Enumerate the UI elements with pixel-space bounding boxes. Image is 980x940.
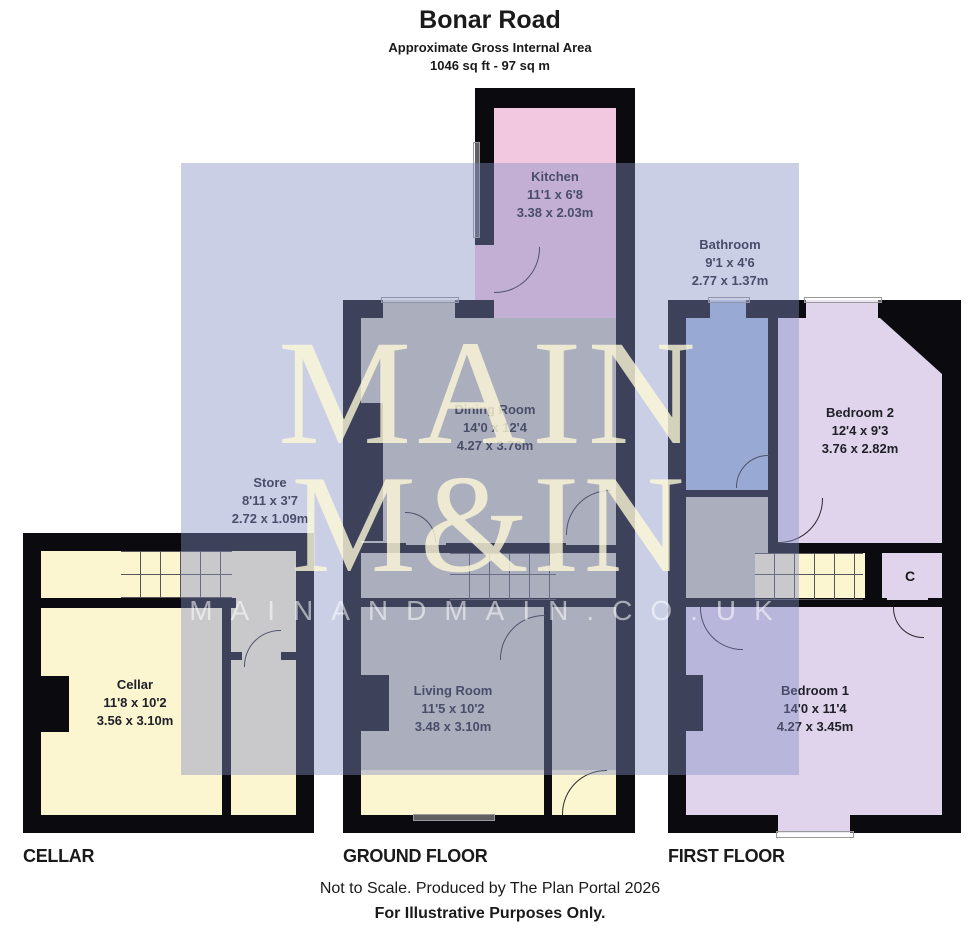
bedroom-1-window-reveal [778, 815, 850, 833]
disclaimer-text: Not to Scale. Produced by The Plan Porta… [319, 880, 661, 897]
kitchen-opening [494, 300, 616, 318]
cupboard-jamb [928, 598, 942, 607]
room-label-bedroom-1: Bedroom 1 14'0 x 11'4 4.27 x 3.45m [776, 683, 854, 734]
hall-partition-wall [544, 658, 552, 815]
landing-bedroom-1-wall [742, 598, 887, 607]
stair-direction-line [755, 574, 863, 575]
kitchen-door-opening [475, 245, 494, 305]
cupboard-wall [361, 543, 406, 551]
bathroom-window [708, 297, 750, 303]
floor-label-ground-floor: GROUND FLOOR [343, 846, 488, 866]
living-room-window [413, 814, 495, 821]
bedroom-2-window-reveal [806, 300, 878, 318]
ground-stairs [450, 553, 556, 600]
living-partition-wall [361, 598, 547, 607]
bedroom-1-chimney-breast [686, 675, 703, 731]
cellar-room [41, 608, 222, 815]
bedroom-2-lower-wall [770, 543, 942, 553]
cellar-partition-wall [41, 598, 236, 608]
room-label-cellar: Cellar 11'8 x 10'2 3.56 x 3.10m [96, 677, 174, 728]
bathroom-window-reveal [710, 300, 746, 318]
living-chimney-breast [361, 675, 389, 731]
bathroom-bedroom-wall [768, 318, 778, 498]
bedroom-2-window [804, 297, 882, 303]
bathroom-landing-wall [686, 490, 770, 497]
store-door-jamb [281, 652, 296, 660]
store-room [231, 655, 296, 815]
bedroom-1-window [776, 831, 854, 838]
plan-title: Bonar Road [419, 6, 561, 34]
room-label-store: Store 8'11 x 3'7 2.72 x 1.09m [231, 475, 309, 526]
illustrative-purposes-text: For Illustrative Purposes Only. [374, 905, 606, 922]
room-label-living-room: Living Room 11'5 x 10'2 3.48 x 3.10m [413, 683, 493, 734]
room-label-bathroom: Bathroom 9'1 x 4'6 2.77 x 1.37m [691, 237, 769, 288]
dining-window-reveal [383, 300, 455, 318]
living-room-window-bay [361, 770, 544, 815]
store-partition-wall [222, 652, 231, 815]
cupboard-label: C [368, 500, 379, 516]
area-subtitle: Approximate Gross Internal Area [388, 40, 592, 55]
store-door-jamb [222, 652, 242, 660]
landing [686, 495, 768, 598]
stair-wall [446, 543, 566, 551]
room-label-dining-room: Dining Room 14'0 x 12'4 4.27 x 3.76m [454, 402, 536, 453]
cupboard-label: C [905, 568, 916, 584]
stair-direction-line [450, 574, 556, 575]
area-value: 1046 sq ft - 97 sq m [430, 58, 550, 73]
room-label-bedroom-2: Bedroom 2 12'4 x 9'3 3.76 x 2.82m [821, 405, 899, 456]
dining-window [381, 297, 459, 303]
bedroom-1-cupboard [882, 553, 942, 600]
floor-label-cellar: CELLAR [23, 846, 95, 866]
room-label-kitchen: Kitchen 11'1 x 6'8 3.38 x 2.03m [516, 169, 594, 220]
stair-direction-line [121, 574, 232, 575]
first-stairs [755, 553, 863, 600]
chimney-breast [41, 676, 69, 732]
cupboard-side-wall [865, 553, 882, 603]
dining-chimney-breast [361, 403, 383, 541]
kitchen-window [473, 142, 480, 238]
floor-label-first-floor: FIRST FLOOR [668, 846, 785, 866]
